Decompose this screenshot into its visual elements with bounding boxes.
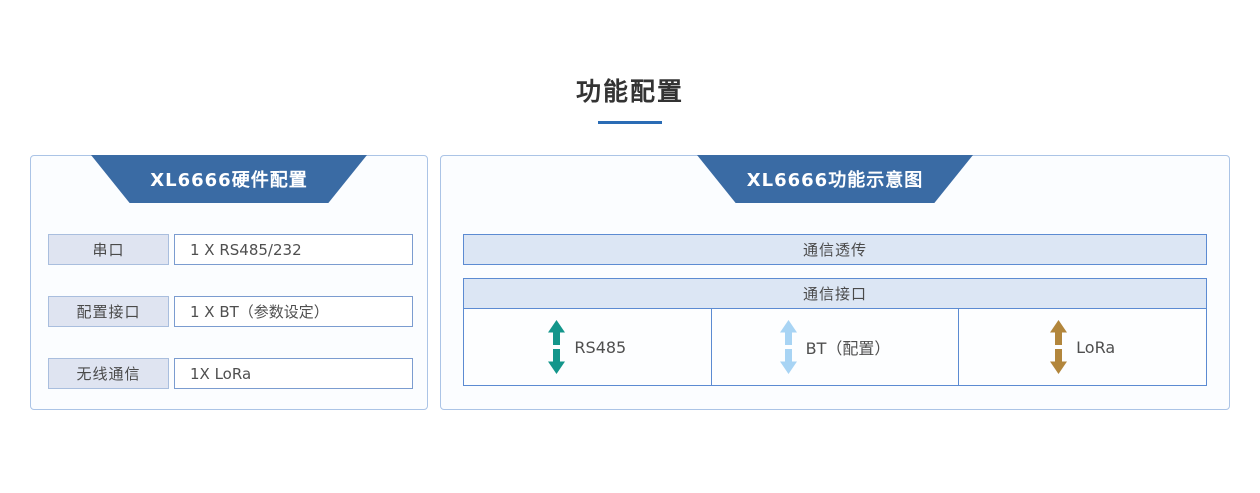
interface-label: BT（配置）	[805, 339, 891, 358]
hardware-row-label: 串口	[48, 234, 169, 265]
page-title: 功能配置	[575, 77, 684, 106]
double-vertical-arrow-icon	[548, 320, 566, 374]
hardware-config-rows: 串口 1 X RS485/232 配置接口 1 X BT（参数设定） 无线通信 …	[31, 234, 427, 420]
hardware-row-config-interface: 配置接口 1 X BT（参数设定）	[31, 296, 427, 327]
hardware-row-value: 1 X RS485/232	[174, 234, 413, 265]
hardware-config-header: XL6666硬件配置	[91, 155, 367, 203]
communication-interface-header: 通信接口	[464, 279, 1206, 309]
title-underline	[598, 121, 662, 124]
hardware-row-serial: 串口 1 X RS485/232	[31, 234, 427, 265]
title-block: 功能配置	[0, 72, 1260, 124]
interface-cell-bt: BT（配置）	[712, 309, 960, 385]
hardware-row-label: 配置接口	[48, 296, 169, 327]
hardware-config-panel: XL6666硬件配置 串口 1 X RS485/232 配置接口 1 X BT（…	[30, 155, 428, 410]
function-diagram-header-label: XL6666功能示意图	[746, 170, 924, 191]
function-diagram-panel: XL6666功能示意图 通信透传 通信接口 RS485	[440, 155, 1230, 410]
transparent-transmission-bar: 通信透传	[463, 234, 1207, 265]
hardware-row-value: 1X LoRa	[174, 358, 413, 389]
hardware-row-value: 1 X BT（参数设定）	[174, 296, 413, 327]
interface-cell-lora: LoRa	[959, 309, 1206, 385]
interface-label: RS485	[574, 337, 627, 357]
communication-interface-table: 通信接口 RS485	[463, 278, 1207, 386]
double-vertical-arrow-icon	[779, 320, 797, 374]
function-diagram-header: XL6666功能示意图	[697, 155, 973, 203]
hardware-config-header-label: XL6666硬件配置	[150, 170, 308, 191]
double-vertical-arrow-icon	[1050, 320, 1068, 374]
interface-label: LoRa	[1076, 337, 1116, 357]
hardware-row-label: 无线通信	[48, 358, 169, 389]
hardware-row-wireless: 无线通信 1X LoRa	[31, 358, 427, 389]
interface-cell-rs485: RS485	[464, 309, 712, 385]
communication-interface-body: RS485 BT（配置）	[464, 309, 1206, 385]
